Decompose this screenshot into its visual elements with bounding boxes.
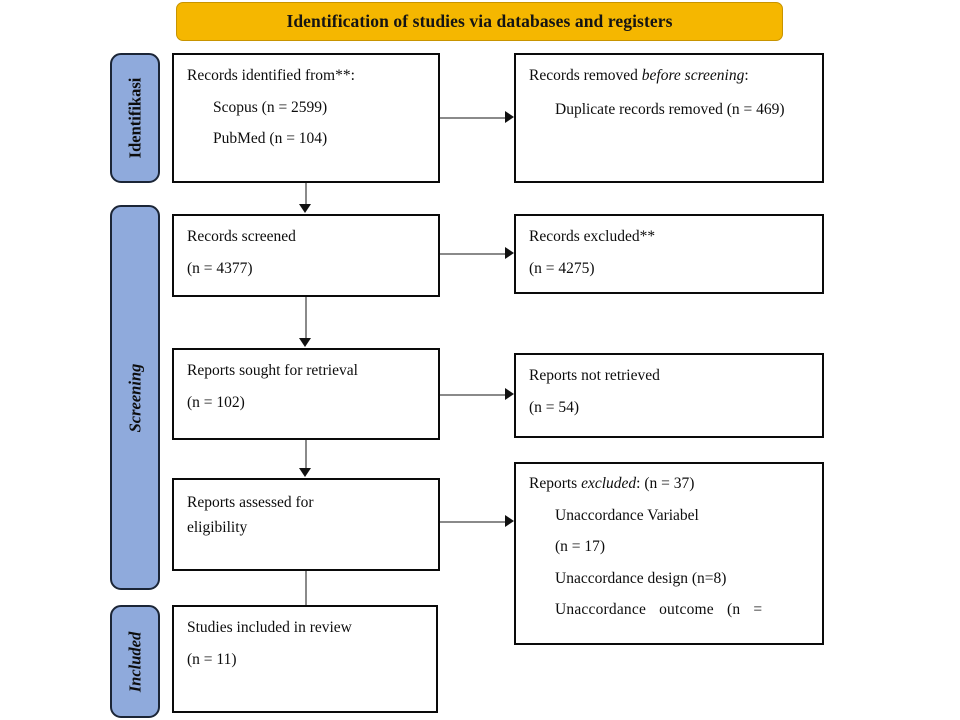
box-reports-sought: Reports sought for retrieval (n = 102) (172, 348, 440, 440)
reports-excluded-heading-suffix: : (n = 37) (636, 475, 695, 492)
arrowhead-assessed-to-excluded-reports (505, 515, 514, 527)
box-reports-not-retrieved: Reports not retrieved (n = 54) (514, 353, 824, 438)
arrowhead-screened-to-excluded (505, 247, 514, 259)
connector-sought-to-assessed (305, 440, 307, 468)
reports-assessed-label-line2: eligibility (187, 519, 248, 537)
arrowhead-identified-to-screened (299, 204, 311, 213)
box-studies-included: Studies included in review (n = 11) (172, 605, 438, 713)
records-removed-heading: Records removed before screening: (529, 68, 809, 84)
box-records-identified: Records identified from**: Scopus (n = 2… (172, 53, 440, 183)
banner-title: Identification of studies via databases … (286, 11, 673, 31)
records-screened-label: Records screened (187, 228, 296, 245)
arrowhead-sought-to-assessed (299, 468, 311, 477)
stage-bar-screening: Screening (110, 205, 160, 590)
studies-included-label: Studies included in review (187, 619, 352, 636)
identification-banner: Identification of studies via databases … (176, 2, 783, 41)
reports-excluded-reason-design: Unaccordance design (n=8) (555, 569, 727, 587)
records-screened-count: (n = 4377) (187, 259, 253, 277)
reports-assessed-label-line1: Reports assessed for (187, 494, 314, 511)
records-removed-heading-suffix: : (744, 67, 749, 84)
arrowhead-screened-to-sought (299, 338, 311, 347)
records-identified-pubmed: PubMed (n = 104) (213, 130, 328, 147)
records-removed-duplicates: Duplicate records removed (n = 469) (555, 100, 785, 118)
studies-included-count: (n = 11) (187, 650, 237, 668)
connector-screened-to-sought (305, 297, 307, 338)
reports-not-retrieved-count: (n = 54) (529, 398, 580, 416)
reports-sought-label: Reports sought for retrieval (187, 362, 358, 379)
stage-bar-identification: Identifikasi (110, 53, 160, 183)
connector-assessed-to-excluded-reports (440, 521, 506, 523)
connector-identified-to-screened (305, 183, 307, 205)
arrowhead-sought-to-not-retrieved (505, 388, 514, 400)
records-excluded-count: (n = 4275) (529, 259, 595, 277)
reports-sought-count: (n = 102) (187, 393, 245, 411)
reports-excluded-heading-prefix: Reports (529, 475, 582, 492)
stage-label-screening: Screening (125, 363, 145, 432)
stage-bar-included: Included (110, 605, 160, 718)
connector-identified-to-removed (440, 117, 506, 119)
box-records-excluded: Records excluded** (n = 4275) (514, 214, 824, 294)
box-reports-assessed: Reports assessed for eligibility (172, 478, 440, 571)
stage-label-included: Included (125, 631, 145, 692)
reports-excluded-reason-variabel: Unaccordance Variabel (555, 506, 699, 524)
reports-excluded-heading-emphasis: excluded (581, 475, 637, 492)
connector-sought-to-not-retrieved (440, 394, 506, 396)
records-removed-heading-emphasis: before screening (641, 67, 745, 84)
records-identified-scopus: Scopus (n = 2599) (213, 98, 328, 116)
stage-label-identification: Identifikasi (125, 77, 144, 159)
box-reports-excluded: Reports excluded: (n = 37) Unaccordance … (514, 462, 824, 645)
records-identified-heading: Records identified from**: (187, 67, 355, 84)
reports-excluded-variabel-count: (n = 17) (555, 538, 606, 555)
connector-assessed-to-included (305, 571, 307, 605)
records-removed-heading-prefix: Records removed (529, 67, 642, 84)
reports-excluded-reason-outcome: Unaccordance outcome (n = (555, 601, 763, 618)
records-excluded-label: Records excluded** (529, 228, 656, 245)
box-records-screened: Records screened (n = 4377) (172, 214, 440, 297)
arrowhead-identified-to-removed (505, 111, 514, 123)
box-records-removed: Records removed before screening: Duplic… (514, 53, 824, 183)
reports-excluded-heading: Reports excluded: (n = 37) (529, 476, 809, 492)
reports-not-retrieved-label: Reports not retrieved (529, 367, 660, 384)
connector-screened-to-excluded (440, 253, 506, 255)
